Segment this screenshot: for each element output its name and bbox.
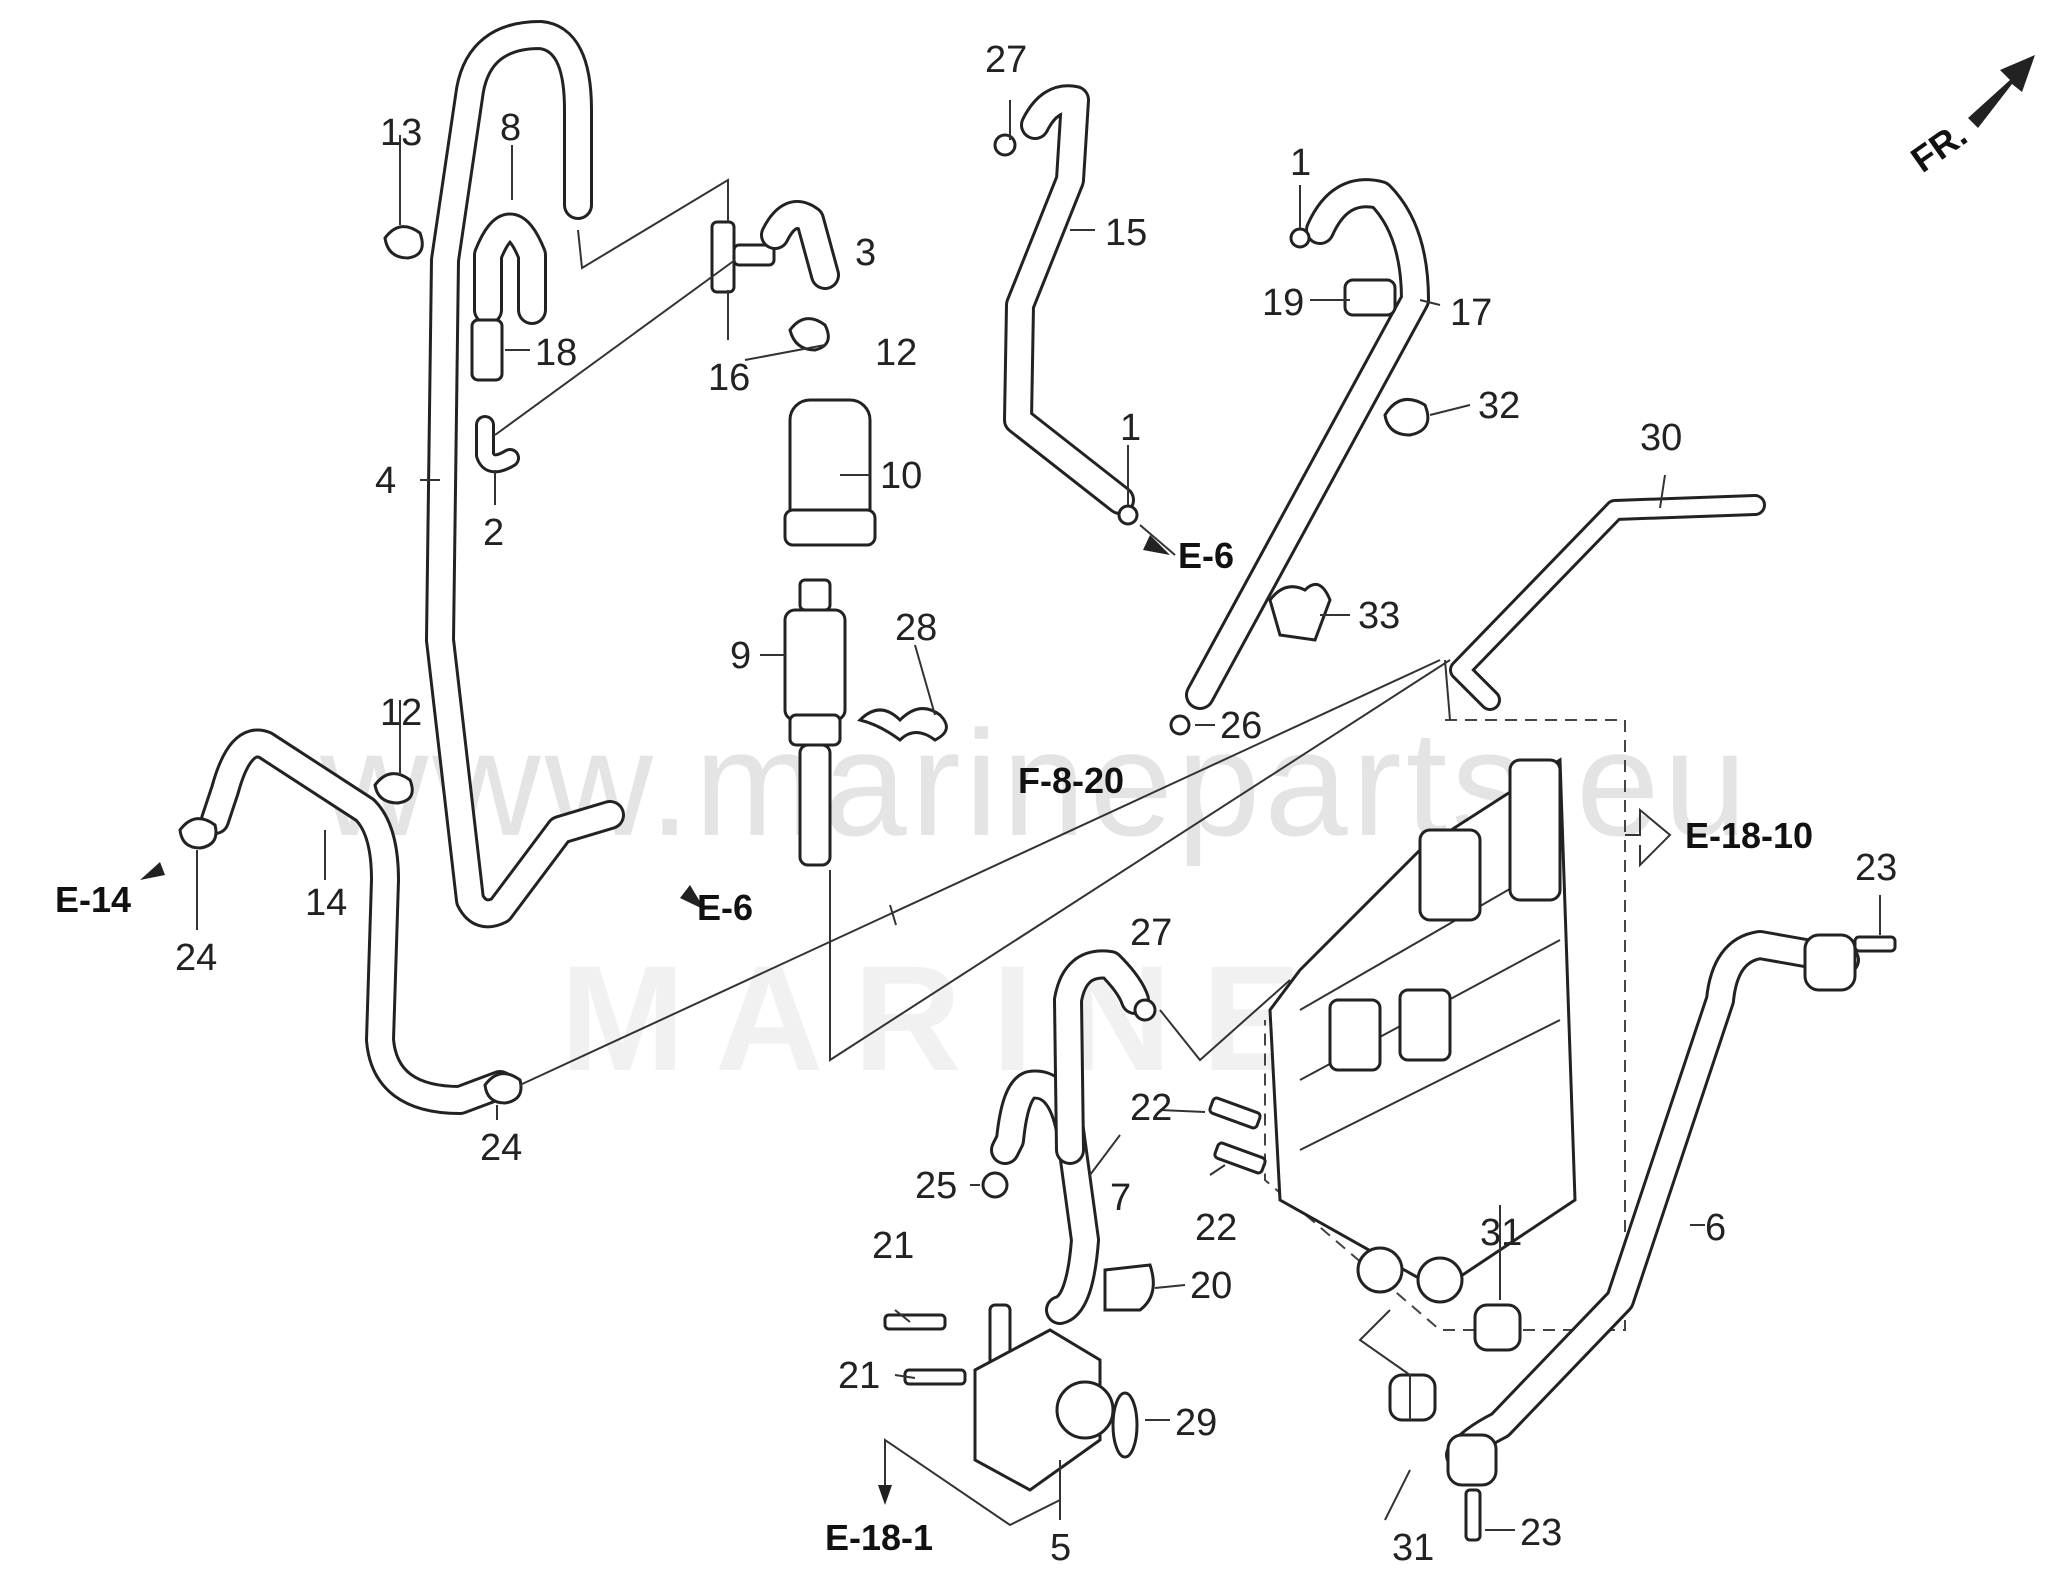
callout-9: 9 (730, 635, 751, 677)
callout-13: 13 (380, 112, 422, 154)
part-24-clamp-left (178, 817, 218, 850)
part-22-bolt-upper (1208, 1096, 1262, 1130)
hose-17 (1185, 178, 1430, 710)
part-6-end-fitting-lower (1446, 1433, 1498, 1487)
vapor-separator-assembly (1264, 719, 1626, 1331)
ref-e-14: E-14 (55, 879, 131, 920)
callout-33: 33 (1358, 595, 1400, 637)
arrow-e6-left-icon (680, 885, 705, 910)
part-27-clip-top (993, 133, 1017, 157)
hose-2 (475, 415, 520, 474)
callout-27-top: 27 (985, 39, 1027, 81)
part-21-bolt-upper (883, 1313, 947, 1331)
callout-31-right: 31 (1480, 1212, 1522, 1254)
callout-22-upper: 22 (1130, 1087, 1172, 1129)
ref-e-6-top: E-6 (1178, 535, 1234, 576)
callout-30: 30 (1640, 417, 1682, 459)
part-12-clamp (788, 317, 830, 352)
ref-f-8-20: F-8-20 (1018, 760, 1124, 801)
callout-15: 15 (1105, 212, 1147, 254)
callout-12-top: 12 (875, 332, 917, 374)
watermark-logo-text: MARINE (560, 934, 1332, 1102)
part-33-clip (1268, 582, 1332, 642)
callout-7: 7 (1110, 1177, 1131, 1219)
front-direction-label: FR. (1903, 113, 1974, 180)
callout-32: 32 (1478, 385, 1520, 427)
callout-19: 19 (1262, 282, 1304, 324)
part-1-clip-lower (1117, 504, 1139, 526)
part-16-t-joint (710, 220, 736, 294)
callout-28: 28 (895, 607, 937, 649)
callout-18: 18 (535, 332, 577, 374)
hose-30 (1449, 494, 1766, 711)
arrow-e6-top-icon (1143, 535, 1170, 555)
callout-17: 17 (1450, 292, 1492, 334)
callout-16: 16 (708, 357, 750, 399)
leader-lines (196, 100, 1881, 1531)
ref-e-18-1: E-18-1 (825, 1517, 933, 1558)
part-23-bolt-upper (1853, 935, 1897, 953)
part-31-grommet-bottom (1388, 1373, 1437, 1422)
front-direction-arrow-icon (1968, 55, 2035, 128)
part-16-t-branch (732, 243, 776, 267)
part-20-bracket (1103, 1263, 1155, 1312)
callout-10: 10 (880, 455, 922, 497)
part-24-clamp-bottom (483, 1072, 523, 1105)
part-29-o-ring (1111, 1391, 1139, 1459)
callout-6: 6 (1705, 1207, 1726, 1249)
part-6-end-fitting-upper (1803, 933, 1857, 992)
part-23-bolt-lower (1464, 1488, 1482, 1542)
callout-25: 25 (915, 1165, 957, 1207)
callout-21-upper: 21 (872, 1225, 914, 1267)
part-18-check-valve (470, 318, 504, 382)
callout-23-upper: 23 (1855, 847, 1897, 889)
callout-20: 20 (1190, 1265, 1232, 1307)
callout-22-lower: 22 (1195, 1207, 1237, 1249)
callout-14: 14 (305, 882, 347, 924)
part-28-clip (857, 707, 948, 742)
part-9-filter-element (783, 578, 847, 867)
part-22-bolt-lower (1213, 1141, 1267, 1175)
callout-29: 29 (1175, 1402, 1217, 1444)
part-32-clamp (1383, 397, 1430, 437)
part-25-clip (981, 1171, 1009, 1199)
callout-1-upper: 1 (1290, 142, 1311, 184)
part-26-clip (1169, 714, 1191, 736)
part-5-fuel-pump (973, 1303, 1115, 1492)
callout-21-lower: 21 (838, 1355, 880, 1397)
callout-3: 3 (855, 232, 876, 274)
ref-e-6-left: E-6 (697, 887, 753, 928)
part-12-clamp-mid (373, 772, 414, 805)
hose-4 (425, 20, 625, 929)
ref-e-18-10: E-18-10 (1685, 815, 1813, 856)
hose-27-lower (1053, 949, 1150, 1165)
part-19-connector (1343, 278, 1397, 317)
callout-24-left: 24 (175, 937, 217, 979)
part-13-clamp (383, 225, 424, 260)
arrow-e14-icon (140, 862, 165, 880)
part-31-grommet-right (1473, 1303, 1522, 1352)
callout-27-lower: 27 (1130, 912, 1172, 954)
callout-4: 4 (375, 460, 396, 502)
callout-12-mid: 12 (380, 692, 422, 734)
hose-3 (760, 200, 840, 290)
callout-23-lower: 23 (1520, 1512, 1562, 1554)
callout-24-bottom: 24 (480, 1127, 522, 1169)
callout-8: 8 (500, 107, 521, 149)
part-27-clip-lower (1133, 998, 1157, 1022)
hose-14 (200, 728, 515, 1115)
part-1-clip-upper (1289, 227, 1311, 249)
arrow-e18-1-icon (878, 1485, 892, 1505)
part-10-filter-cup (783, 398, 877, 547)
callout-1-lower: 1 (1120, 407, 1141, 449)
callout-5: 5 (1050, 1527, 1071, 1569)
callout-31-bottom: 31 (1392, 1527, 1434, 1569)
callout-26: 26 (1220, 705, 1262, 747)
hose-8 (473, 212, 547, 325)
callout-2: 2 (483, 512, 504, 554)
hose-15 (1003, 84, 1135, 515)
